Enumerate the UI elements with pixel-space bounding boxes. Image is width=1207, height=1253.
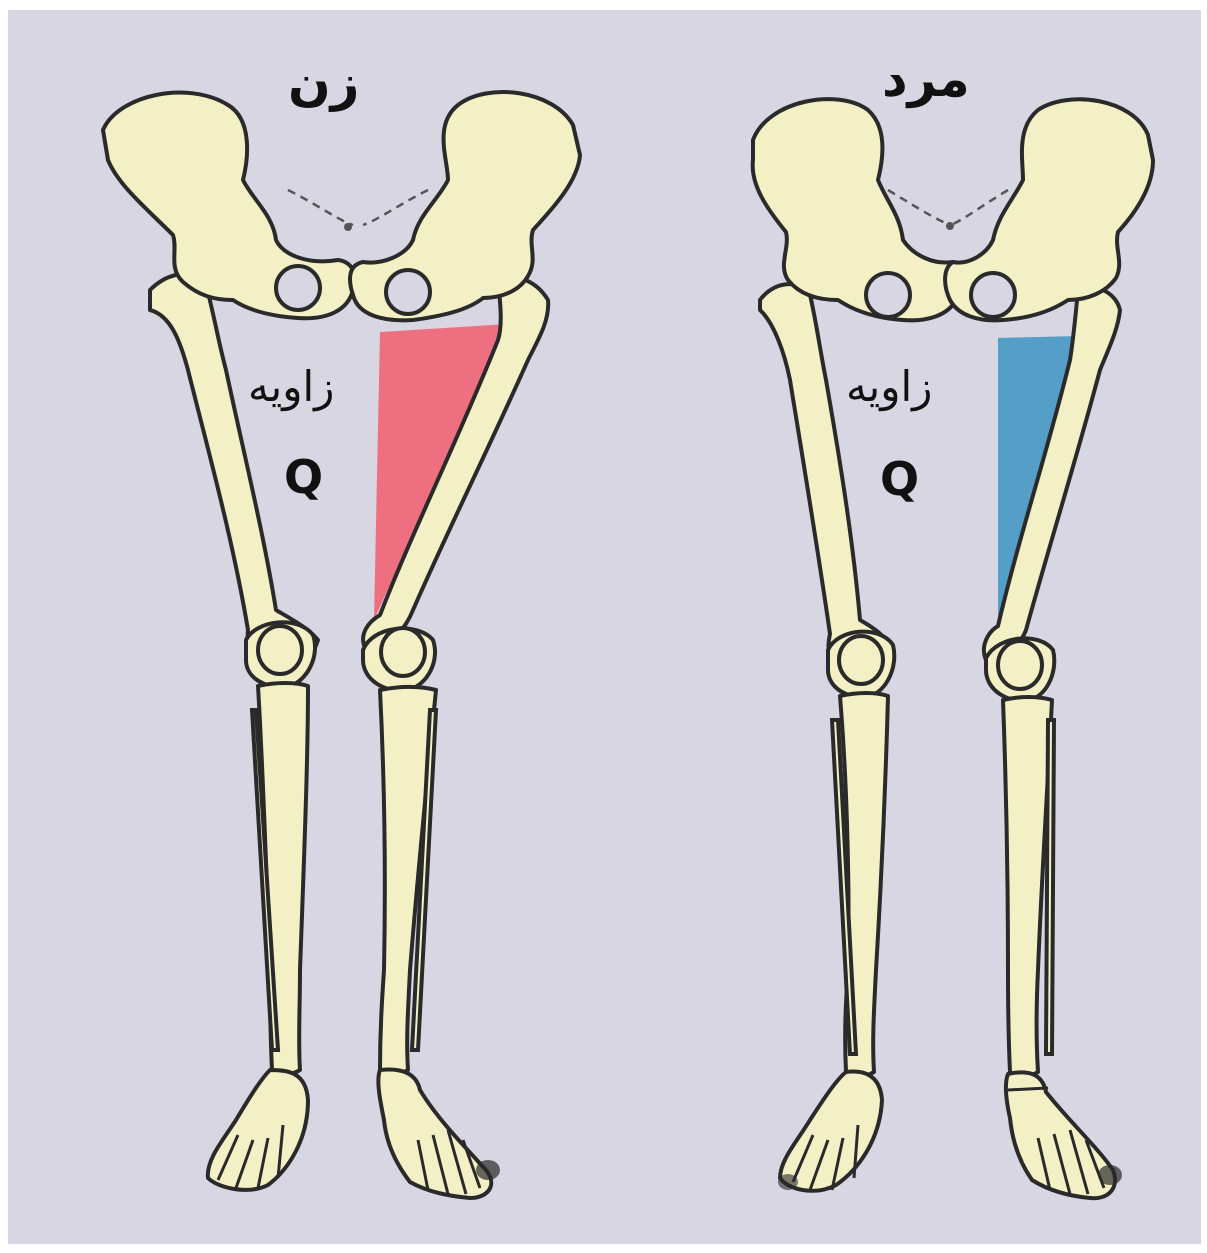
man-angle-letter: Q: [880, 456, 919, 502]
man-title: مرد: [882, 54, 970, 104]
male-skeleton-icon: [753, 99, 1153, 1198]
woman-title: زن: [288, 58, 359, 108]
q-angle-figure: .bone { fill: #f4f0c6; stroke: #2a2a2a; …: [8, 10, 1201, 1244]
woman-angle-word: زاویه: [248, 366, 334, 408]
female-skeleton-icon: [103, 92, 580, 1198]
woman-angle-letter: Q: [284, 454, 323, 500]
man-angle-word: زاویه: [846, 366, 932, 408]
skeleton-illustration: .bone { fill: #f4f0c6; stroke: #2a2a2a; …: [8, 10, 1201, 1244]
